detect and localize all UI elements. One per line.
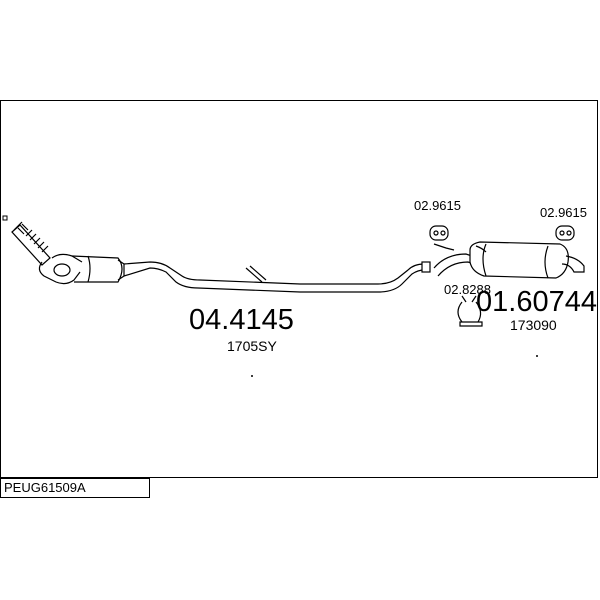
dot-marker xyxy=(251,375,253,377)
diagram-frame xyxy=(0,100,598,478)
flex-pipe xyxy=(11,221,51,266)
rear-silencer xyxy=(433,241,585,279)
hanger-left-drawing xyxy=(429,225,455,251)
catalytic-converter xyxy=(38,253,125,285)
dot-marker xyxy=(536,355,538,357)
clamp-part-number: 02.8288 xyxy=(444,282,491,297)
rear-silencer-part-number: 01.60744 xyxy=(476,286,597,318)
front-pipe-ref: 1705SY xyxy=(227,338,277,354)
end-marker xyxy=(2,215,8,221)
pipe-connector xyxy=(421,261,431,273)
rear-silencer-ref: 173090 xyxy=(510,317,557,333)
diagram-code: PEUG61509A xyxy=(0,478,150,498)
front-pipe-part-number: 04.4145 xyxy=(189,304,294,336)
clamp-drawing xyxy=(457,295,483,327)
hanger-right-drawing xyxy=(555,225,575,241)
hanger-left-part-number: 02.9615 xyxy=(414,198,461,213)
middle-pipe xyxy=(123,261,425,293)
hanger-right-part-number: 02.9615 xyxy=(540,205,587,220)
